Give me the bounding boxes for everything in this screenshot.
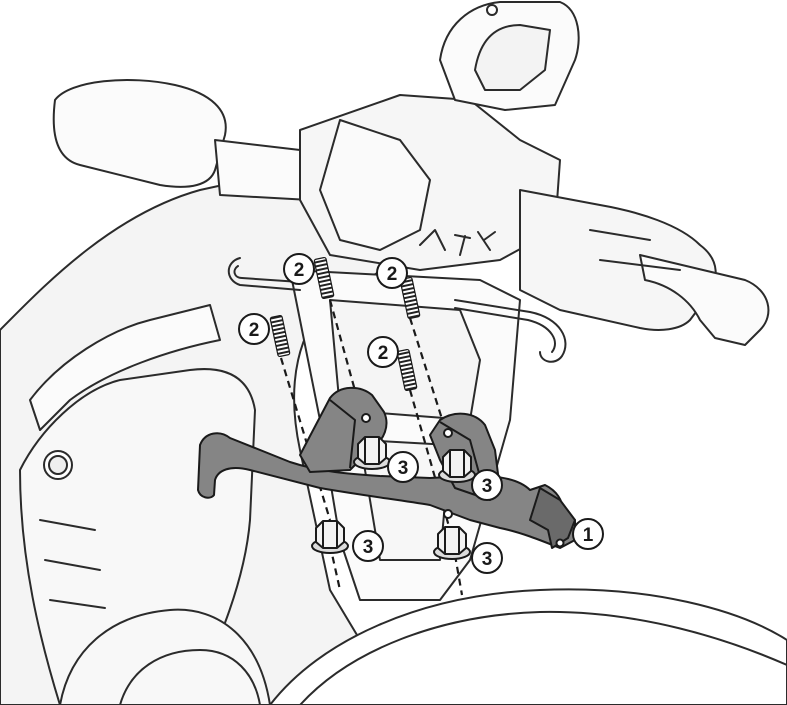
svg-text:2: 2	[249, 320, 260, 341]
svg-text:1: 1	[583, 525, 594, 546]
nut	[438, 449, 476, 483]
callout-nut: 3	[352, 530, 384, 562]
callout-nut: 3	[471, 542, 503, 574]
callouts: 1 2 2 2 2 3 3 3	[238, 253, 604, 574]
stud	[396, 348, 418, 392]
svg-text:2: 2	[378, 343, 389, 364]
callout-stud: 2	[376, 257, 408, 289]
callout-nut: 3	[387, 451, 419, 483]
stud	[269, 314, 291, 358]
callout-bracket: 1	[572, 518, 604, 550]
callout-stud: 2	[238, 313, 270, 345]
flange-nuts	[311, 436, 476, 560]
svg-text:2: 2	[387, 264, 398, 285]
svg-text:3: 3	[482, 476, 493, 497]
threaded-studs	[269, 256, 421, 392]
svg-text:3: 3	[398, 458, 409, 479]
callout-stud: 2	[367, 336, 399, 368]
callout-stud: 2	[283, 253, 315, 285]
nut	[311, 520, 349, 554]
nut	[433, 526, 471, 560]
svg-text:3: 3	[363, 537, 374, 558]
callout-nut: 3	[471, 469, 503, 501]
svg-text:2: 2	[294, 260, 305, 281]
svg-text:3: 3	[482, 549, 493, 570]
nut	[353, 436, 391, 470]
stud	[313, 256, 335, 300]
